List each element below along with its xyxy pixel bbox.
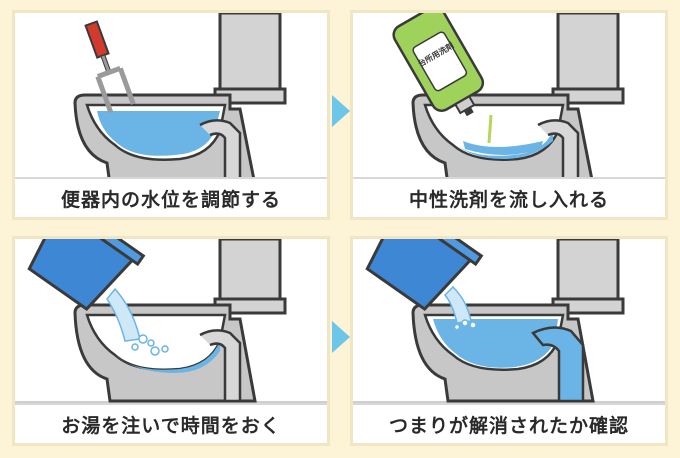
step-2-panel: 台所用洗剤 中性洗剤を流し入れる [350,10,668,220]
step-4-caption: つまりが解消されたか確認 [353,403,665,443]
step-3-caption: お湯を注いで時間をおく [15,403,327,443]
detergent-bottle-icon: 台所用洗剤 [392,13,485,117]
step-3-panel: お湯を注いで時間をおく [12,236,330,446]
step-1-caption: 便器内の水位を調節する [15,177,327,217]
splash-icon [453,319,477,331]
toilet-illustration: 台所用洗剤 [353,13,665,189]
splash-icon [131,334,169,356]
plunger-icon [84,20,136,114]
bucket-icon [27,239,146,311]
arrow-right-icon [332,95,350,127]
bucket-icon [365,239,484,311]
toilet-illustration [15,13,327,189]
toilet-illustration [353,239,665,405]
step-2-caption: 中性洗剤を流し入れる [353,177,665,217]
arrow-right-icon [332,321,350,353]
step-4-panel: つまりが解消されたか確認 [350,236,668,446]
toilet-illustration [15,239,327,405]
step-1-panel: 便器内の水位を調節する [12,10,330,220]
